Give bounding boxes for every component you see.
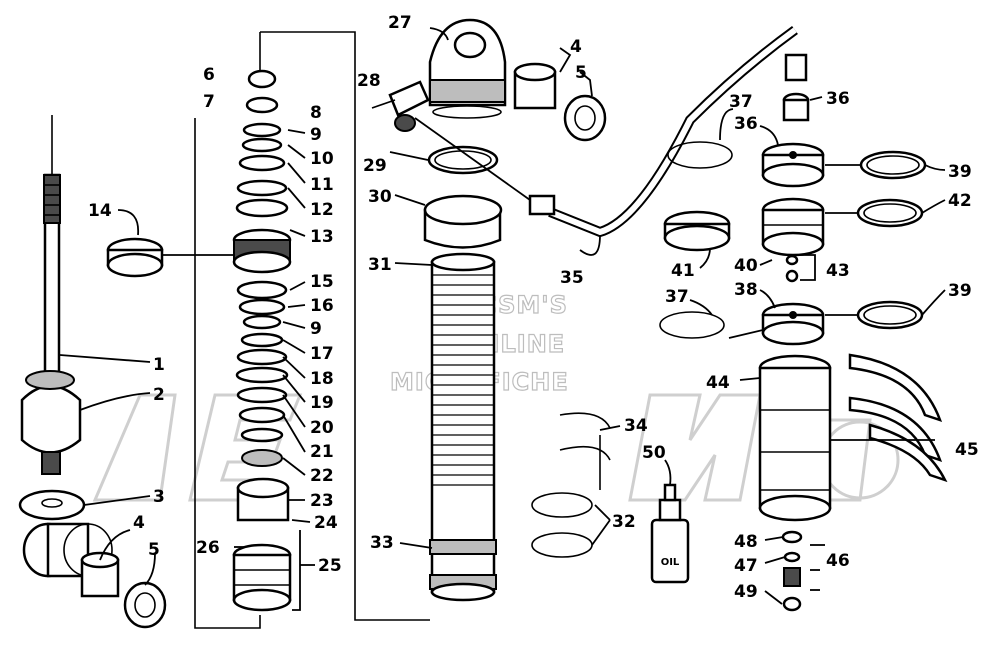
callout-24: 24 bbox=[314, 513, 338, 533]
callout-36a: 36 bbox=[826, 89, 850, 109]
callout-42: 42 bbox=[948, 191, 972, 211]
reservoir-cylinder-44 bbox=[758, 354, 832, 522]
top-bushing-4 bbox=[513, 62, 557, 110]
callout-50: 50 bbox=[642, 443, 666, 463]
spring-clip-34 bbox=[559, 412, 611, 490]
callout-36b: 36 bbox=[734, 114, 758, 134]
lower-bushing-sleeve bbox=[22, 522, 113, 578]
callout-9a: 9 bbox=[310, 125, 322, 145]
callout-18: 18 bbox=[310, 369, 334, 389]
callout-4: 4 bbox=[133, 513, 145, 533]
snap-rings-32 bbox=[531, 492, 593, 558]
oil-bottle: OIL bbox=[650, 483, 690, 584]
callout-12: 12 bbox=[310, 200, 334, 220]
callout-3: 3 bbox=[153, 487, 165, 507]
ring-37-top bbox=[667, 141, 733, 169]
floating-piston-40 bbox=[761, 197, 825, 257]
callout-11: 11 bbox=[310, 175, 334, 195]
valve-piston bbox=[232, 228, 292, 274]
callout-43: 43 bbox=[826, 261, 850, 281]
callout-49: 49 bbox=[734, 582, 758, 602]
callout-41: 41 bbox=[671, 261, 695, 281]
reservoir-fitting-28 bbox=[371, 80, 430, 132]
callout-16: 16 bbox=[310, 296, 334, 316]
callout-20: 20 bbox=[310, 418, 334, 438]
callout-27: 27 bbox=[388, 13, 412, 33]
piston-ring-14 bbox=[106, 237, 164, 278]
callout-46: 46 bbox=[826, 551, 850, 571]
callout-9b: 9 bbox=[310, 319, 322, 339]
callout-48: 48 bbox=[734, 532, 758, 552]
callout-7: 7 bbox=[203, 92, 215, 112]
callout-17: 17 bbox=[310, 344, 334, 364]
callout-19: 19 bbox=[310, 393, 334, 413]
bumper-washer bbox=[18, 489, 86, 521]
callout-1: 1 bbox=[153, 355, 165, 375]
o-ring-29 bbox=[427, 145, 499, 175]
callout-29: 29 bbox=[363, 156, 387, 176]
callout-26: 26 bbox=[196, 538, 220, 558]
callout-13: 13 bbox=[310, 227, 334, 247]
callout-14: 14 bbox=[88, 201, 112, 221]
callout-40: 40 bbox=[734, 256, 758, 276]
callout-35: 35 bbox=[560, 268, 584, 288]
callout-2: 2 bbox=[153, 385, 165, 405]
reservoir-cap-fitting bbox=[782, 53, 810, 122]
threaded-body-31 bbox=[429, 252, 497, 602]
callout-38: 38 bbox=[734, 280, 758, 300]
callout-5b: 5 bbox=[575, 63, 587, 83]
callout-47: 47 bbox=[734, 556, 758, 576]
callout-37b: 37 bbox=[665, 287, 689, 307]
callout-39a: 39 bbox=[948, 162, 972, 182]
callout-45: 45 bbox=[955, 440, 979, 460]
callout-25: 25 bbox=[318, 556, 342, 576]
callout-10: 10 bbox=[310, 149, 334, 169]
reservoir-piston-36 bbox=[761, 142, 825, 188]
callout-4b: 4 bbox=[570, 37, 582, 57]
callout-30: 30 bbox=[368, 187, 392, 207]
callout-34: 34 bbox=[624, 416, 648, 436]
callout-37a: 37 bbox=[729, 92, 753, 112]
lower-seal bbox=[123, 581, 167, 629]
leader-lines bbox=[59, 27, 946, 611]
oil-bottle-label: OIL bbox=[661, 557, 680, 568]
callout-44: 44 bbox=[706, 373, 730, 393]
ring-39-bottom bbox=[856, 300, 924, 330]
top-mount bbox=[428, 18, 507, 119]
reservoir-hose-35 bbox=[414, 25, 798, 238]
body-threads bbox=[432, 274, 494, 486]
ring-41 bbox=[663, 210, 731, 252]
callout-21: 21 bbox=[310, 442, 334, 462]
valve-parts-43 bbox=[785, 254, 799, 283]
reservoir-labels-45 bbox=[848, 353, 948, 483]
base-valve bbox=[232, 543, 292, 612]
callout-23: 23 bbox=[310, 491, 334, 511]
shaft-eyelet bbox=[20, 370, 82, 475]
valve-stack bbox=[194, 31, 430, 629]
callout-8: 8 bbox=[310, 103, 322, 123]
callout-31: 31 bbox=[368, 255, 392, 275]
top-seal-5 bbox=[563, 94, 607, 142]
callout-6: 6 bbox=[203, 65, 215, 85]
shaft-thread bbox=[43, 174, 61, 224]
callout-28: 28 bbox=[357, 71, 381, 91]
callout-5: 5 bbox=[148, 540, 160, 560]
reservoir-piston-38-lower bbox=[761, 302, 825, 346]
collar-30 bbox=[423, 194, 503, 249]
ring-37-bottom bbox=[659, 311, 725, 339]
ring-42 bbox=[856, 198, 924, 228]
ring-39-top bbox=[859, 150, 927, 180]
callout-15: 15 bbox=[310, 272, 334, 292]
shock-shaft bbox=[43, 115, 61, 392]
callout-39b: 39 bbox=[948, 281, 972, 301]
valve-body bbox=[236, 477, 290, 522]
watermark-logo bbox=[92, 393, 872, 502]
callout-22: 22 bbox=[310, 466, 334, 486]
callout-labels: 1 2 3 4 5 4 5 6 7 8 9 10 11 12 13 14 15 … bbox=[88, 13, 979, 602]
schrader-valve-46 bbox=[781, 530, 803, 612]
callout-33: 33 bbox=[370, 533, 394, 553]
callout-32: 32 bbox=[612, 512, 636, 532]
